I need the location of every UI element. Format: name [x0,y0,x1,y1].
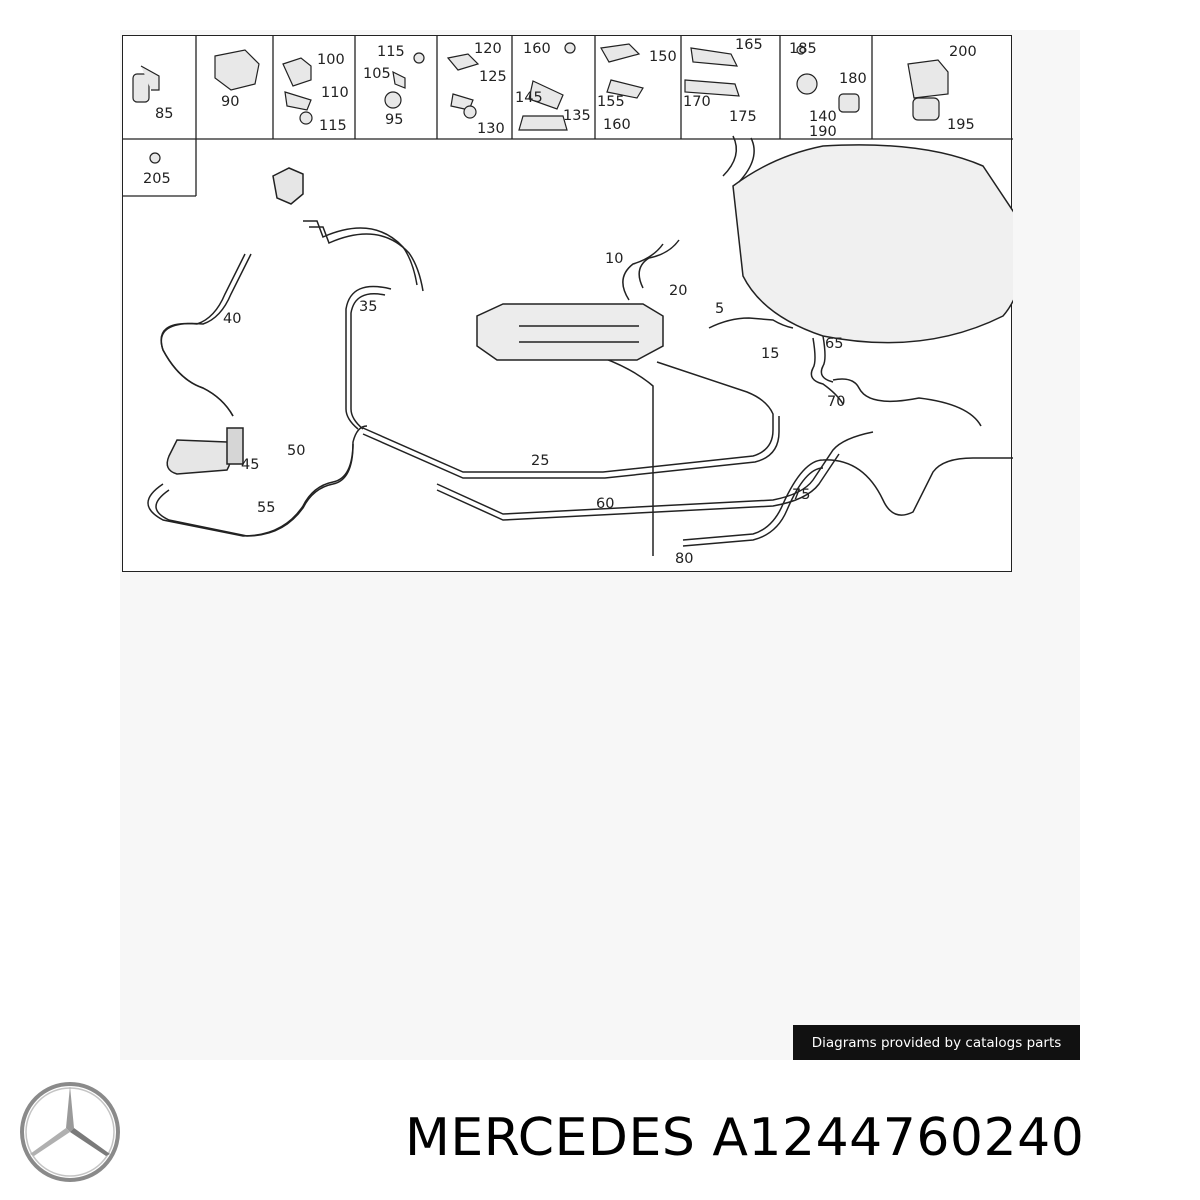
diagram-credit-badge: Diagrams provided by catalogs parts [793,1025,1080,1060]
callout-155: 155 [597,94,625,110]
callout-130: 130 [477,121,505,137]
diagram-drawing: 85 90 100 110 115 115 105 95 120 125 130… [123,36,1013,567]
callout-75: 75 [792,487,810,503]
callout-85: 85 [155,106,173,122]
callout-180: 180 [839,71,867,87]
callout-145: 145 [515,90,543,106]
callout-120: 120 [474,41,502,57]
callout-200: 200 [949,44,977,60]
callout-185: 185 [789,41,817,57]
callout-160: 160 [523,41,551,57]
callout-140: 140 [809,109,837,125]
callout-90: 90 [221,94,239,110]
callout-70: 70 [827,394,845,410]
callout-65: 65 [825,336,843,352]
callout-205: 205 [143,171,171,187]
callout-115: 115 [377,44,405,60]
callout-10: 10 [605,251,623,267]
callout-40: 40 [223,311,241,327]
callout-135: 135 [563,108,591,124]
callout-95: 95 [385,112,403,128]
callout-170: 170 [683,94,711,110]
callout-160: 160 [603,117,631,133]
callout-175: 175 [729,109,757,125]
callout-125: 125 [479,69,507,85]
hardware-sketches [132,42,949,164]
fuel-lines [147,135,1013,556]
callout-150: 150 [649,49,677,65]
callout-80: 80 [675,551,693,567]
callout-50: 50 [287,443,305,459]
callout-110: 110 [321,85,349,101]
callout-105: 105 [363,66,391,82]
callout-20: 20 [669,283,687,299]
callout-35: 35 [359,299,377,315]
callout-15: 15 [761,346,779,362]
callout-25: 25 [531,453,549,469]
callout-195: 195 [947,117,975,133]
callout-55: 55 [257,500,275,516]
mercedes-star-icon [20,1082,120,1182]
callout-45: 45 [241,457,259,473]
callout-165: 165 [735,37,763,53]
callout-5: 5 [715,301,724,317]
parts-diagram: 85 90 100 110 115 115 105 95 120 125 130… [122,35,1013,572]
part-number-title: MERCEDES A1244760240 [405,1108,1085,1168]
callout-190: 190 [809,124,837,140]
callout-60: 60 [596,496,614,512]
callout-115: 115 [319,118,347,134]
callout-100: 100 [317,52,345,68]
